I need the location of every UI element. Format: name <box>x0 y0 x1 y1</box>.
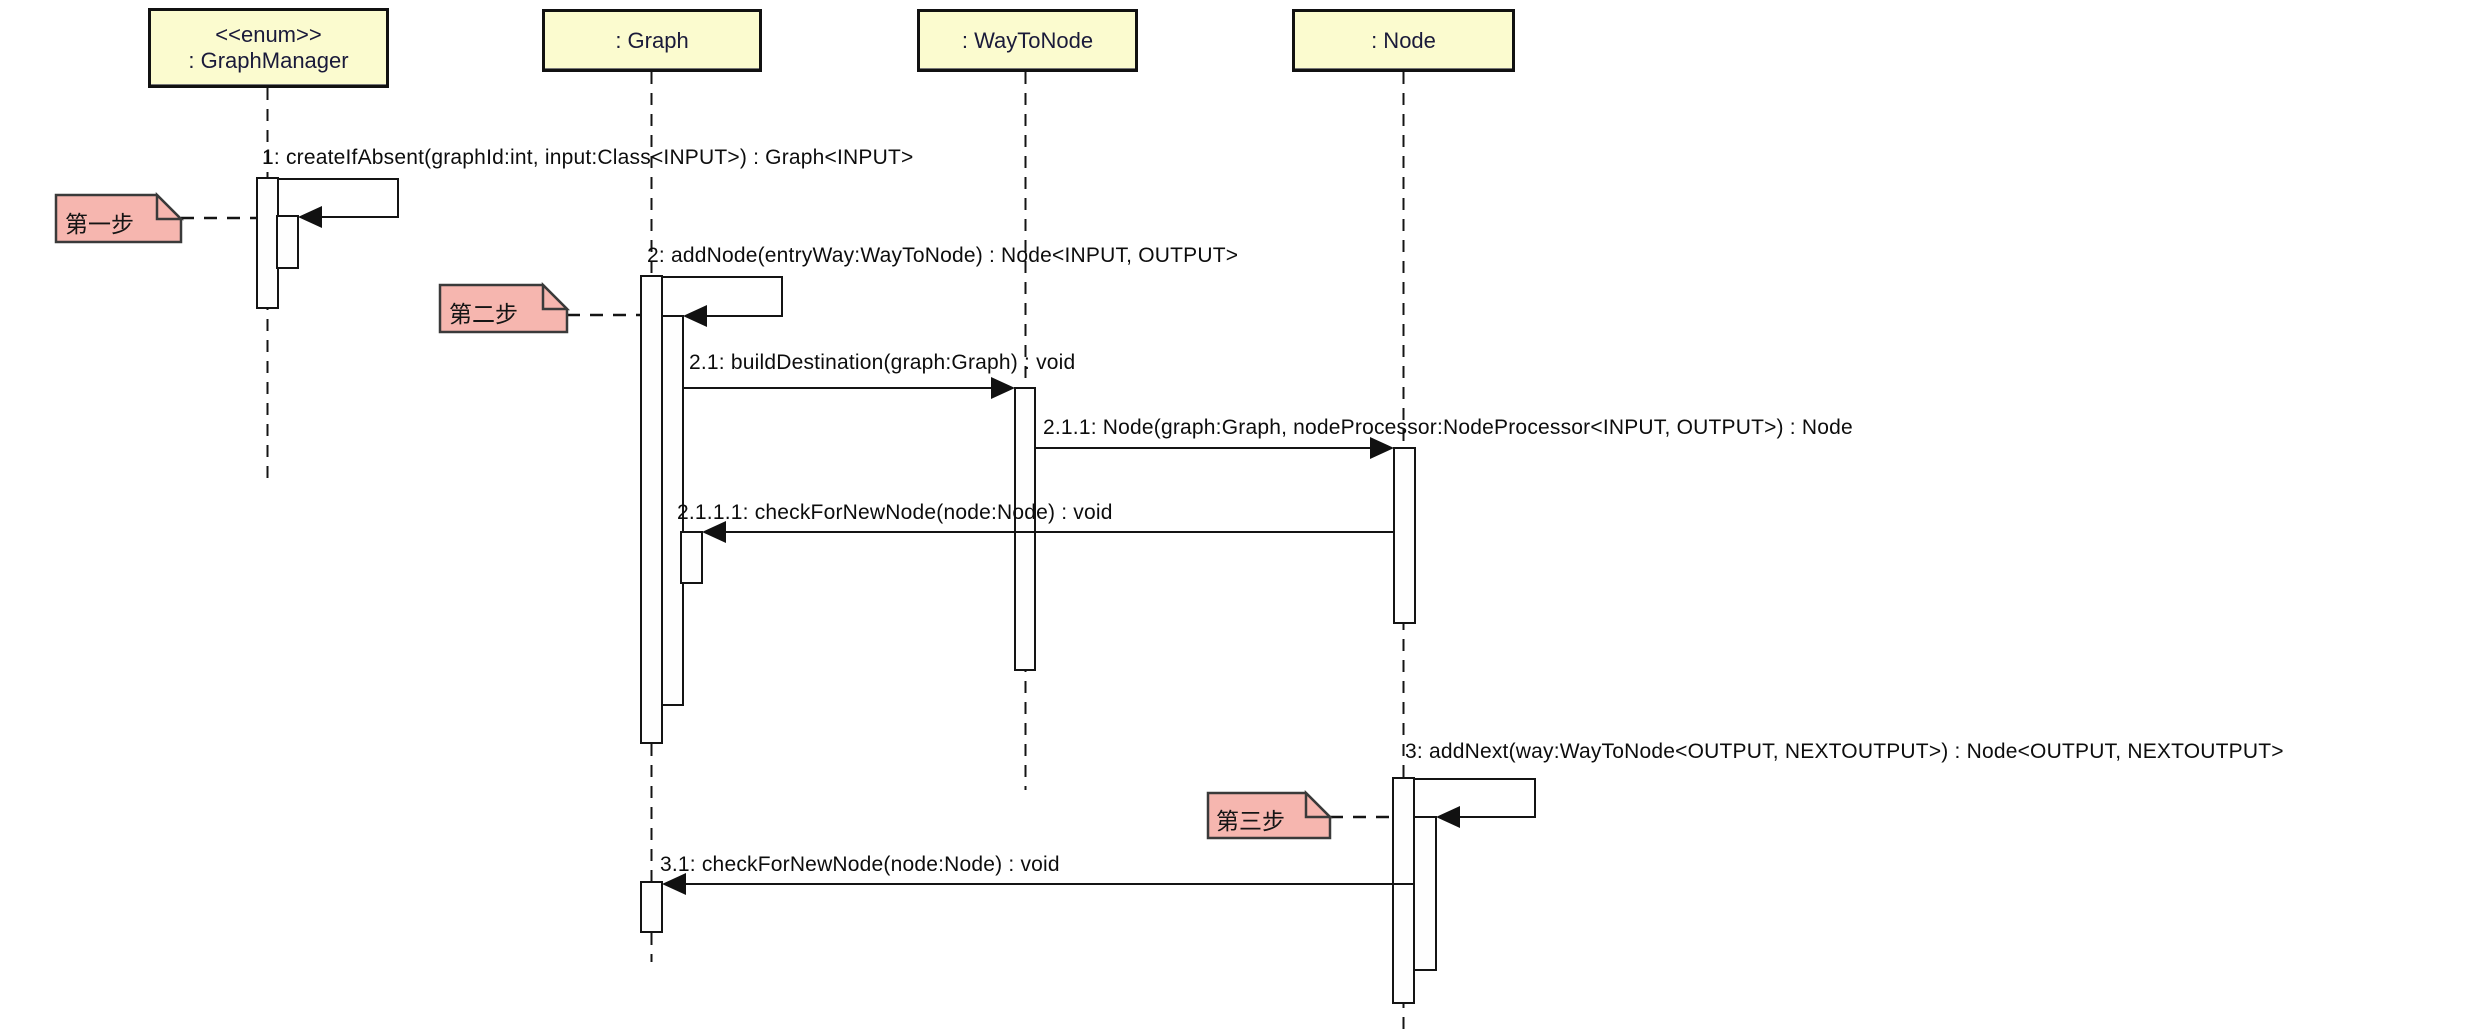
arrowhead-icon <box>683 305 707 327</box>
message-label-3-1: 3.1: checkForNewNode(node:Node) : void <box>660 853 1060 876</box>
arrowhead-icon <box>702 521 726 543</box>
note-label-step-2: 第二步 <box>449 301 518 327</box>
note-fold-icon <box>1304 789 1334 819</box>
activation-bar-node-nested <box>1413 816 1437 971</box>
lifeline-name: : WayToNode <box>961 27 1094 53</box>
note-shape-1 <box>54 193 183 244</box>
activation-bar-node-first <box>1393 447 1416 624</box>
lifeline-name: : Graph <box>615 27 689 53</box>
message-label-2-1: 2.1: buildDestination(graph:Graph) : voi… <box>689 351 1076 374</box>
activation-bar-node-second <box>1392 777 1415 1004</box>
message-label-1: 1: createIfAbsent(graphId:int, input:Cla… <box>262 146 914 169</box>
lifeline-head-way-to-node: : WayToNode <box>917 9 1138 72</box>
activation-bar-graph-nested <box>661 315 684 706</box>
note-fold-icon <box>155 191 185 221</box>
message-label-3: 3: addNext(way:WayToNode<OUTPUT, NEXTOUT… <box>1405 740 2284 763</box>
lifeline-stereotype: <<enum>> <box>215 22 322 47</box>
activation-bar-graph-deep <box>680 531 703 584</box>
note-shape-2 <box>438 283 569 334</box>
self-call-message-3 <box>1414 778 1536 818</box>
activation-bar-way-to-node <box>1014 387 1036 671</box>
arrowhead-icon <box>1370 437 1394 459</box>
activation-bar-graph-manager-nested <box>276 215 299 269</box>
lifeline-head-node: : Node <box>1292 9 1515 72</box>
message-label-2: 2: addNode(entryWay:WayToNode) : Node<IN… <box>647 244 1239 267</box>
message-label-2-1-1: 2.1.1: Node(graph:Graph, nodeProcessor:N… <box>1043 416 1853 439</box>
activation-bar-graph-main <box>640 275 663 744</box>
lifeline-head-graph: : Graph <box>542 9 762 72</box>
note-shape-3 <box>1206 791 1332 840</box>
arrowhead-icon <box>662 873 686 895</box>
lifeline-name: : GraphManager <box>188 48 349 73</box>
message-label-2-1-1-1: 2.1.1.1: checkForNewNode(node:Node) : vo… <box>677 501 1113 524</box>
note-fold-icon <box>541 281 571 311</box>
note-label-step-3: 第三步 <box>1216 808 1285 834</box>
arrowhead-icon <box>1436 806 1460 828</box>
note-label-step-1: 第一步 <box>65 211 134 237</box>
self-call-message-1 <box>278 178 399 218</box>
activation-bar-graph-checknode <box>640 881 663 933</box>
lifeline-head-graph-manager: <<enum>> : GraphManager <box>148 8 389 88</box>
arrowhead-icon <box>991 377 1015 399</box>
self-call-message-2 <box>662 276 783 317</box>
lifeline-name: : Node <box>1371 27 1436 53</box>
arrowhead-icon <box>298 206 322 228</box>
activation-bar-graph-manager <box>256 177 279 309</box>
